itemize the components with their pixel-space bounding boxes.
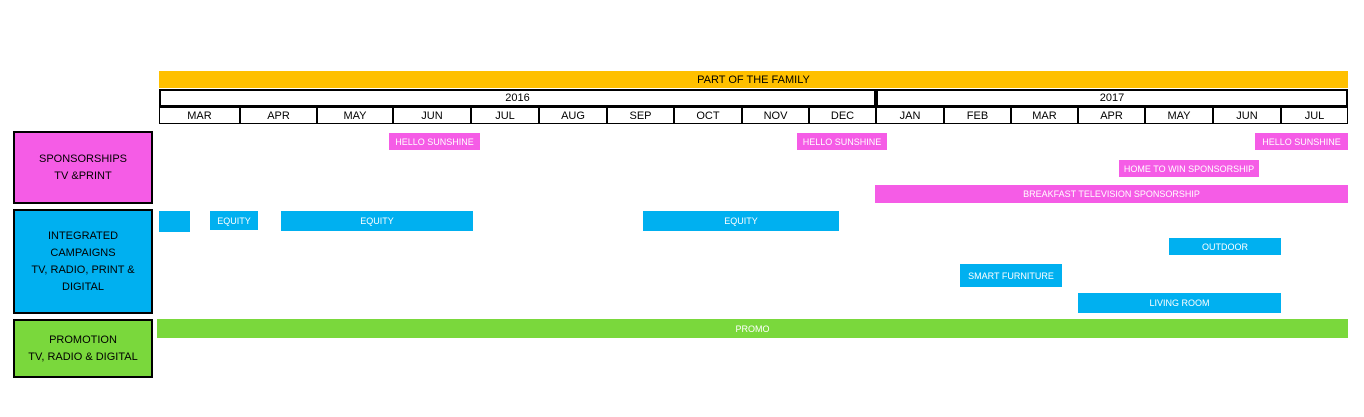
- category-label: INTEGRATED CAMPAIGNS TV, RADIO, PRINT & …: [31, 229, 135, 293]
- category-box: INTEGRATED CAMPAIGNS TV, RADIO, PRINT & …: [13, 209, 153, 314]
- gantt-bar: HELLO SUNSHINE: [797, 133, 887, 150]
- month-label: MAY: [343, 109, 367, 122]
- month-label: JUN: [1236, 109, 1258, 122]
- month-label: OCT: [696, 109, 720, 122]
- gantt-bar: HELLO SUNSHINE: [1255, 133, 1348, 150]
- month-cell: JUL: [471, 107, 539, 124]
- gantt-bar: HOME TO WIN SPONSORSHIP: [1119, 160, 1259, 177]
- gantt-bar-label: OUTDOOR: [1202, 241, 1248, 252]
- month-cell: SEP: [607, 107, 674, 124]
- month-label: AUG: [561, 109, 585, 122]
- month-cell: DEC: [809, 107, 876, 124]
- month-cell: MAY: [317, 107, 393, 124]
- month-cell: MAR: [1011, 107, 1078, 124]
- category-label: SPONSORSHIPS TV &PRINT: [38, 152, 128, 182]
- gantt-bar: EQUITY: [643, 211, 839, 231]
- month-label: JUL: [495, 109, 515, 122]
- gantt-bar-label: HOME TO WIN SPONSORSHIP: [1123, 163, 1255, 174]
- timeline-banner: PART OF THE FAMILY: [159, 71, 1348, 88]
- month-cell: JUN: [393, 107, 471, 124]
- gantt-bar: OUTDOOR: [1169, 238, 1281, 255]
- month-cell: NOV: [742, 107, 809, 124]
- month-cell: JUL: [1281, 107, 1348, 124]
- month-label: SEP: [629, 109, 652, 122]
- year-header: 2017: [876, 89, 1348, 107]
- gantt-bar-label: BREAKFAST TELEVISION SPONSORSHIP: [1023, 189, 1200, 199]
- gantt-bar: SMART FURNITURE: [960, 264, 1062, 287]
- gantt-bar: LIVING ROOM: [1078, 293, 1281, 313]
- month-cell: JUN: [1213, 107, 1281, 124]
- year-label: 2016: [505, 92, 530, 104]
- gantt-bar-label: LIVING ROOM: [1149, 298, 1210, 308]
- month-label: MAR: [1032, 109, 1057, 122]
- gantt-bar-label: HELLO SUNSHINE: [802, 136, 882, 147]
- category-box: SPONSORSHIPS TV &PRINT: [13, 131, 153, 204]
- gantt-bar: EQUITY: [281, 211, 473, 231]
- month-cell: MAR: [159, 107, 240, 124]
- category-label: PROMOTION TV, RADIO & DIGITAL: [28, 333, 138, 363]
- gantt-bar-label: EQUITY: [360, 216, 394, 226]
- gantt-bar: PROMO: [157, 319, 1348, 338]
- gantt-bar-label: PROMO: [735, 323, 770, 334]
- month-label: APR: [1100, 109, 1123, 122]
- month-label: MAR: [187, 109, 212, 122]
- gantt-bar: BREAKFAST TELEVISION SPONSORSHIP: [875, 185, 1348, 203]
- month-label: JUN: [421, 109, 443, 122]
- gantt-bar: HELLO SUNSHINE: [389, 133, 480, 150]
- gantt-bar-label: HELLO SUNSHINE: [1262, 136, 1341, 147]
- gantt-bar: [159, 211, 190, 232]
- year-header: 2016: [159, 89, 876, 107]
- month-cell: JAN: [876, 107, 944, 124]
- month-cell: MAY: [1145, 107, 1213, 124]
- month-cell: APR: [1078, 107, 1145, 124]
- gantt-bar: EQUITY: [210, 211, 258, 230]
- month-label: NOV: [763, 109, 788, 122]
- month-cell: AUG: [539, 107, 607, 124]
- banner-label: PART OF THE FAMILY: [697, 73, 810, 86]
- gantt-bar-label: EQUITY: [217, 215, 251, 226]
- gantt-bar-label: EQUITY: [724, 216, 758, 226]
- month-cell: OCT: [674, 107, 742, 124]
- month-label: DEC: [830, 109, 855, 122]
- month-label: FEB: [966, 109, 989, 122]
- month-label: MAY: [1167, 109, 1191, 122]
- gantt-bar-label: HELLO SUNSHINE: [395, 136, 474, 147]
- month-label: APR: [267, 109, 290, 122]
- month-label: JUL: [1304, 109, 1325, 122]
- month-cell: FEB: [944, 107, 1011, 124]
- month-cell: APR: [240, 107, 317, 124]
- year-label: 2017: [1099, 92, 1125, 104]
- month-label: JAN: [899, 109, 921, 122]
- category-box: PROMOTION TV, RADIO & DIGITAL: [13, 319, 153, 378]
- gantt-bar-label: SMART FURNITURE: [968, 270, 1054, 281]
